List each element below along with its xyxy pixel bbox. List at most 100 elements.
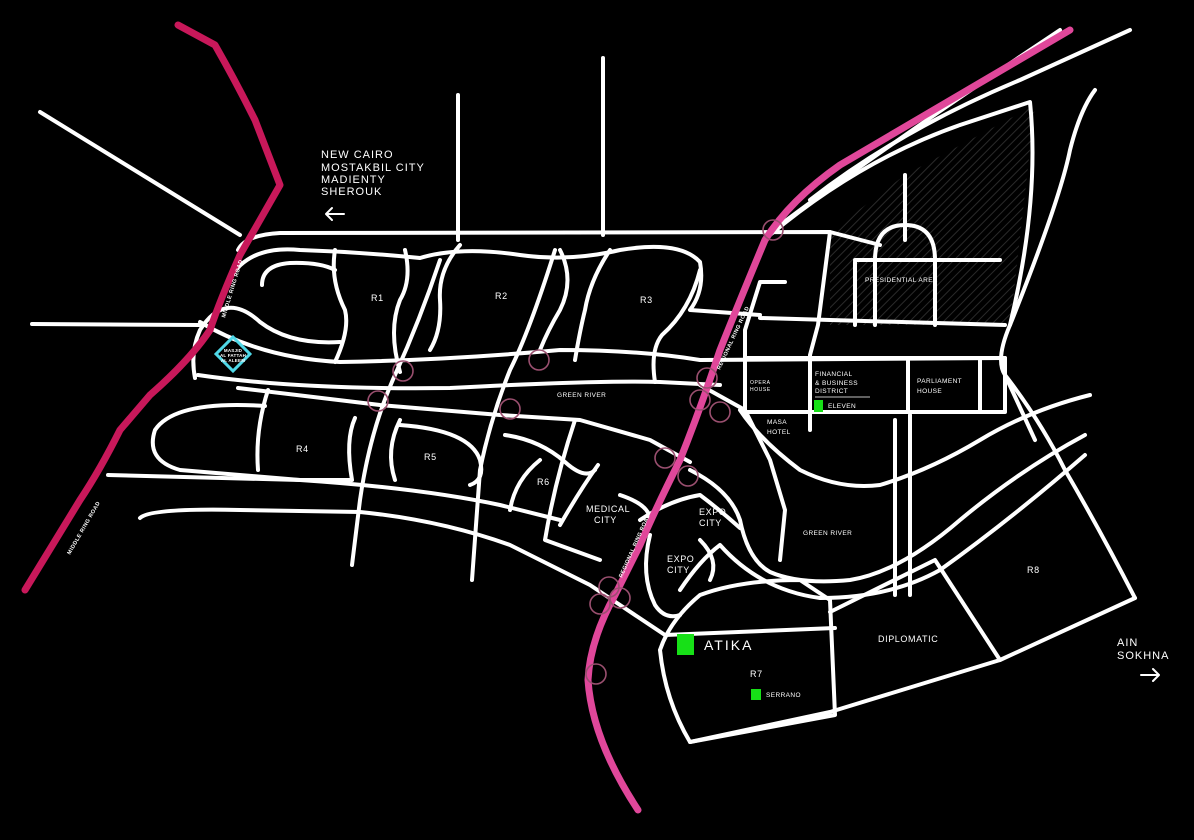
serrano-label: SERRANO [766, 692, 801, 699]
district-r4: R4 [296, 444, 309, 454]
road-gov-dome [873, 223, 937, 327]
district-r7: R7 [750, 669, 763, 679]
interchange-node [585, 663, 607, 685]
direction-south-east[interactable]: AIN SOKHNA [1117, 637, 1169, 682]
landmark-line-2: AL FATTAH [220, 353, 246, 358]
road-r5-east [389, 418, 402, 482]
interchange-node [367, 390, 389, 412]
direction-nw-line-1: NEW CAIRO [321, 149, 394, 161]
district-r3: R3 [640, 295, 653, 305]
road-spine-3 [543, 418, 602, 562]
eleven-label: ELEVEN [828, 403, 856, 410]
road-medical-2 [503, 433, 597, 476]
road-r-loop-inner [260, 260, 337, 287]
road-r1-west [331, 248, 349, 364]
interchange-node [696, 367, 718, 389]
district-r5: R5 [424, 452, 437, 462]
direction-north-west[interactable]: NEW CAIRO MOSTAKBIL CITY MADIENTY SHEROU… [321, 149, 425, 221]
road-r8-edge [1003, 373, 1137, 600]
interchange-node [677, 465, 699, 487]
landmark-line-3: AL ALEEM [221, 358, 245, 363]
interchange-node [392, 360, 414, 382]
diplomatic-label: DIPLOMATIC [878, 634, 938, 644]
expo-city-north-line-1: EXPO [699, 507, 726, 517]
road-green-river-south [196, 373, 722, 391]
district-r1: R1 [371, 293, 384, 303]
district-r8: R8 [1027, 565, 1040, 575]
road-west-stub [30, 322, 202, 327]
landmark-line-1: MASJID [224, 348, 243, 353]
direction-nw-line-3: MADIENTY [321, 174, 386, 186]
road-medical-3 [508, 458, 542, 512]
eleven-marker-icon [814, 400, 823, 412]
green-river-east-label: GREEN RIVER [803, 530, 852, 537]
interchange-node [609, 587, 631, 609]
landmark-masjid[interactable]: MASJID AL FATTAH AL ALEEM [213, 334, 253, 374]
financial-line-2: & BUSINESS [815, 380, 858, 387]
parliament-line-1: PARLIAMENT [917, 378, 962, 385]
road-gov-mid [758, 316, 1007, 327]
presidential-area-label: PRESIDENTIAL AREA [865, 277, 938, 284]
masa-hotel-line-1: MASA [767, 419, 787, 426]
interchange-node [654, 447, 676, 469]
road-mid-corridor [236, 386, 692, 464]
road-r4-inner [255, 388, 270, 472]
direction-se-line-2: SOKHNA [1117, 650, 1169, 662]
road-gov-north-east [808, 28, 1132, 202]
project-eleven[interactable]: ELEVEN [814, 400, 856, 412]
masa-hotel-line-2: HOTEL [767, 429, 791, 436]
district-labels: R1 R2 R3 R4 R5 R6 R7 R8 GREEN RIVER GREE… [296, 277, 1040, 679]
opera-line-1: OPERA [750, 380, 771, 386]
medical-city-line-2: CITY [594, 515, 617, 525]
road-long-west [106, 473, 562, 522]
road-gov-opera [743, 280, 787, 414]
road-green-river-east-2 [678, 453, 1087, 600]
arrow-right-icon [1140, 668, 1160, 682]
direction-nw-line-2: MOSTAKBIL CITY [321, 162, 425, 174]
atika-marker-icon [677, 634, 694, 655]
expo-city-south-line-1: EXPO [667, 554, 694, 564]
road-r4-loop [150, 403, 352, 482]
road-spine-2 [470, 248, 557, 582]
road-east-upper [698, 383, 787, 562]
road-northwest [38, 110, 242, 237]
serrano-marker-icon [751, 689, 761, 700]
interchange-node [689, 389, 711, 411]
road-expo [688, 433, 1087, 584]
road-gov-finance-row [743, 356, 1007, 414]
road-r1-east [392, 248, 410, 374]
road-r5-loop [398, 423, 484, 487]
road-r5-west [347, 416, 357, 482]
road-green-river-east [738, 393, 1092, 488]
medical-city-line-1: MEDICAL [586, 504, 630, 514]
road-gov-outer [768, 100, 1037, 442]
expo-city-north-line-2: CITY [699, 518, 722, 528]
district-r2: R2 [495, 291, 508, 301]
atika-label: ATIKA [704, 637, 753, 653]
direction-nw-line-4: SHEROUK [321, 186, 382, 198]
opera-line-2: HOUSE [750, 387, 771, 393]
road-expo-inner [698, 538, 716, 582]
road-expo-sw [644, 533, 682, 619]
arrow-left-icon [325, 207, 345, 221]
expo-city-south-line-2: CITY [667, 565, 690, 575]
interchange-node [589, 593, 611, 615]
road-gov-vert-1 [808, 230, 832, 432]
middle-ring-road [21, 21, 284, 594]
road-r-loop-north [228, 244, 762, 317]
interchange-node [499, 398, 521, 420]
road-green-river-north [198, 320, 1007, 364]
financial-line-1: FINANCIAL [815, 371, 853, 378]
road-south-boundary [688, 596, 1137, 744]
project-atika[interactable]: ATIKA [677, 634, 753, 655]
presidential-area-fill [830, 105, 1035, 325]
road-r2-east [538, 248, 570, 352]
road-spine-1 [350, 258, 442, 567]
project-serrano[interactable]: SERRANO [751, 689, 801, 700]
interchange-node [709, 401, 731, 423]
road-r3-west [573, 248, 612, 362]
road-north-boulevard [236, 230, 882, 252]
district-r6: R6 [537, 477, 550, 487]
interchange-node [762, 219, 784, 241]
